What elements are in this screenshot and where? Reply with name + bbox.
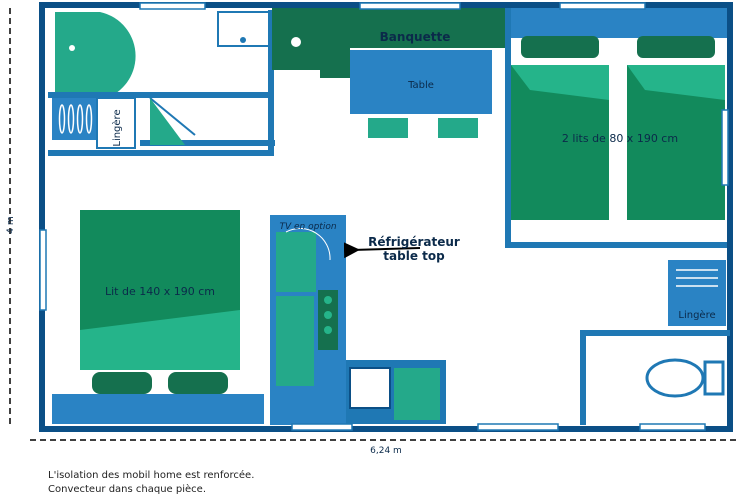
pillow-left bbox=[92, 372, 152, 394]
tv-unit bbox=[276, 232, 316, 292]
double-bed-label: Lit de 140 x 190 cm bbox=[105, 285, 215, 298]
linen-cupboard-right bbox=[668, 260, 726, 300]
linen-label-right: Lingère bbox=[678, 309, 715, 321]
wc-corner bbox=[150, 98, 185, 145]
worktop bbox=[276, 296, 314, 386]
linen-label-left: Lingère bbox=[111, 109, 123, 146]
linen-label-box-left bbox=[96, 97, 136, 149]
double-bed-cover bbox=[80, 310, 240, 370]
wc-wall-left bbox=[580, 330, 586, 425]
fridge-label-2: table top bbox=[383, 249, 445, 263]
note-line-1: L'isolation des mobil home est renforcée… bbox=[48, 470, 255, 481]
twin-pillow-right bbox=[637, 36, 715, 58]
drainer bbox=[394, 368, 440, 420]
shower-tray bbox=[55, 12, 136, 100]
banquette bbox=[320, 8, 505, 48]
wardrobe-right bbox=[505, 8, 727, 38]
width-dimension-label: 6,24 m bbox=[370, 446, 402, 456]
chair-left bbox=[368, 118, 408, 138]
height-dimension-label: 4 m bbox=[6, 216, 16, 233]
banquette-label: Banquette bbox=[380, 30, 451, 44]
note-line-2: Convecteur dans chaque pièce. bbox=[48, 484, 206, 495]
bedroom-right-wall-bottom bbox=[505, 242, 727, 248]
fridge-label-1: Réfrigérateur bbox=[368, 235, 460, 249]
hall-wall bbox=[140, 140, 275, 146]
heater-icon bbox=[289, 35, 303, 49]
pillow-right bbox=[168, 372, 228, 394]
bathroom-wall-bottom bbox=[48, 92, 268, 98]
bedroom-left-wall-top bbox=[48, 150, 274, 156]
shower-drain-icon bbox=[69, 45, 75, 51]
wardrobe-left bbox=[52, 394, 264, 424]
twin-beds-label: 2 lits de 80 x 190 cm bbox=[562, 132, 678, 145]
bedroom-right-wall-left bbox=[505, 8, 511, 248]
basin-drain-icon bbox=[240, 37, 246, 43]
bathroom-wall-right bbox=[268, 10, 274, 150]
linen-label-box-right bbox=[668, 300, 726, 326]
chair-right bbox=[438, 118, 478, 138]
toilet-icon bbox=[645, 358, 705, 398]
hob bbox=[318, 290, 338, 350]
wc-wall-top bbox=[580, 330, 730, 336]
table-label: Table bbox=[407, 80, 434, 91]
dining-table bbox=[350, 50, 492, 114]
sink-icon bbox=[349, 367, 391, 409]
twin-pillow-left bbox=[521, 36, 599, 58]
tv-option-label: TV en option bbox=[279, 222, 336, 232]
